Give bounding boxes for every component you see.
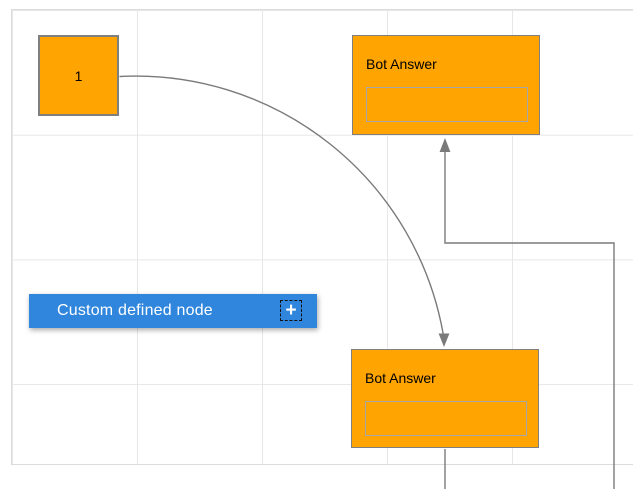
node-numbered-square[interactable]: 1	[38, 35, 119, 116]
node-bot-answer-bottom[interactable]: Bot Answer	[351, 349, 539, 448]
node-bot-answer-top[interactable]: Bot Answer	[352, 35, 540, 135]
plus-icon: +	[285, 300, 297, 321]
node-custom-defined[interactable]: Custom defined node +	[29, 294, 317, 328]
node-bot-answer-top-title: Bot Answer	[366, 56, 437, 72]
node-numbered-square-label: 1	[74, 67, 83, 84]
node-bot-answer-bottom-title: Bot Answer	[365, 370, 436, 386]
node-bot-answer-bottom-field[interactable]	[365, 401, 527, 436]
add-node-button[interactable]: +	[280, 300, 302, 321]
node-bot-answer-top-field[interactable]	[366, 87, 528, 122]
connector-elbow-link[interactable]	[439, 138, 615, 489]
node-custom-defined-label: Custom defined node	[57, 302, 213, 319]
connector-curved-link[interactable]	[119, 75, 450, 347]
